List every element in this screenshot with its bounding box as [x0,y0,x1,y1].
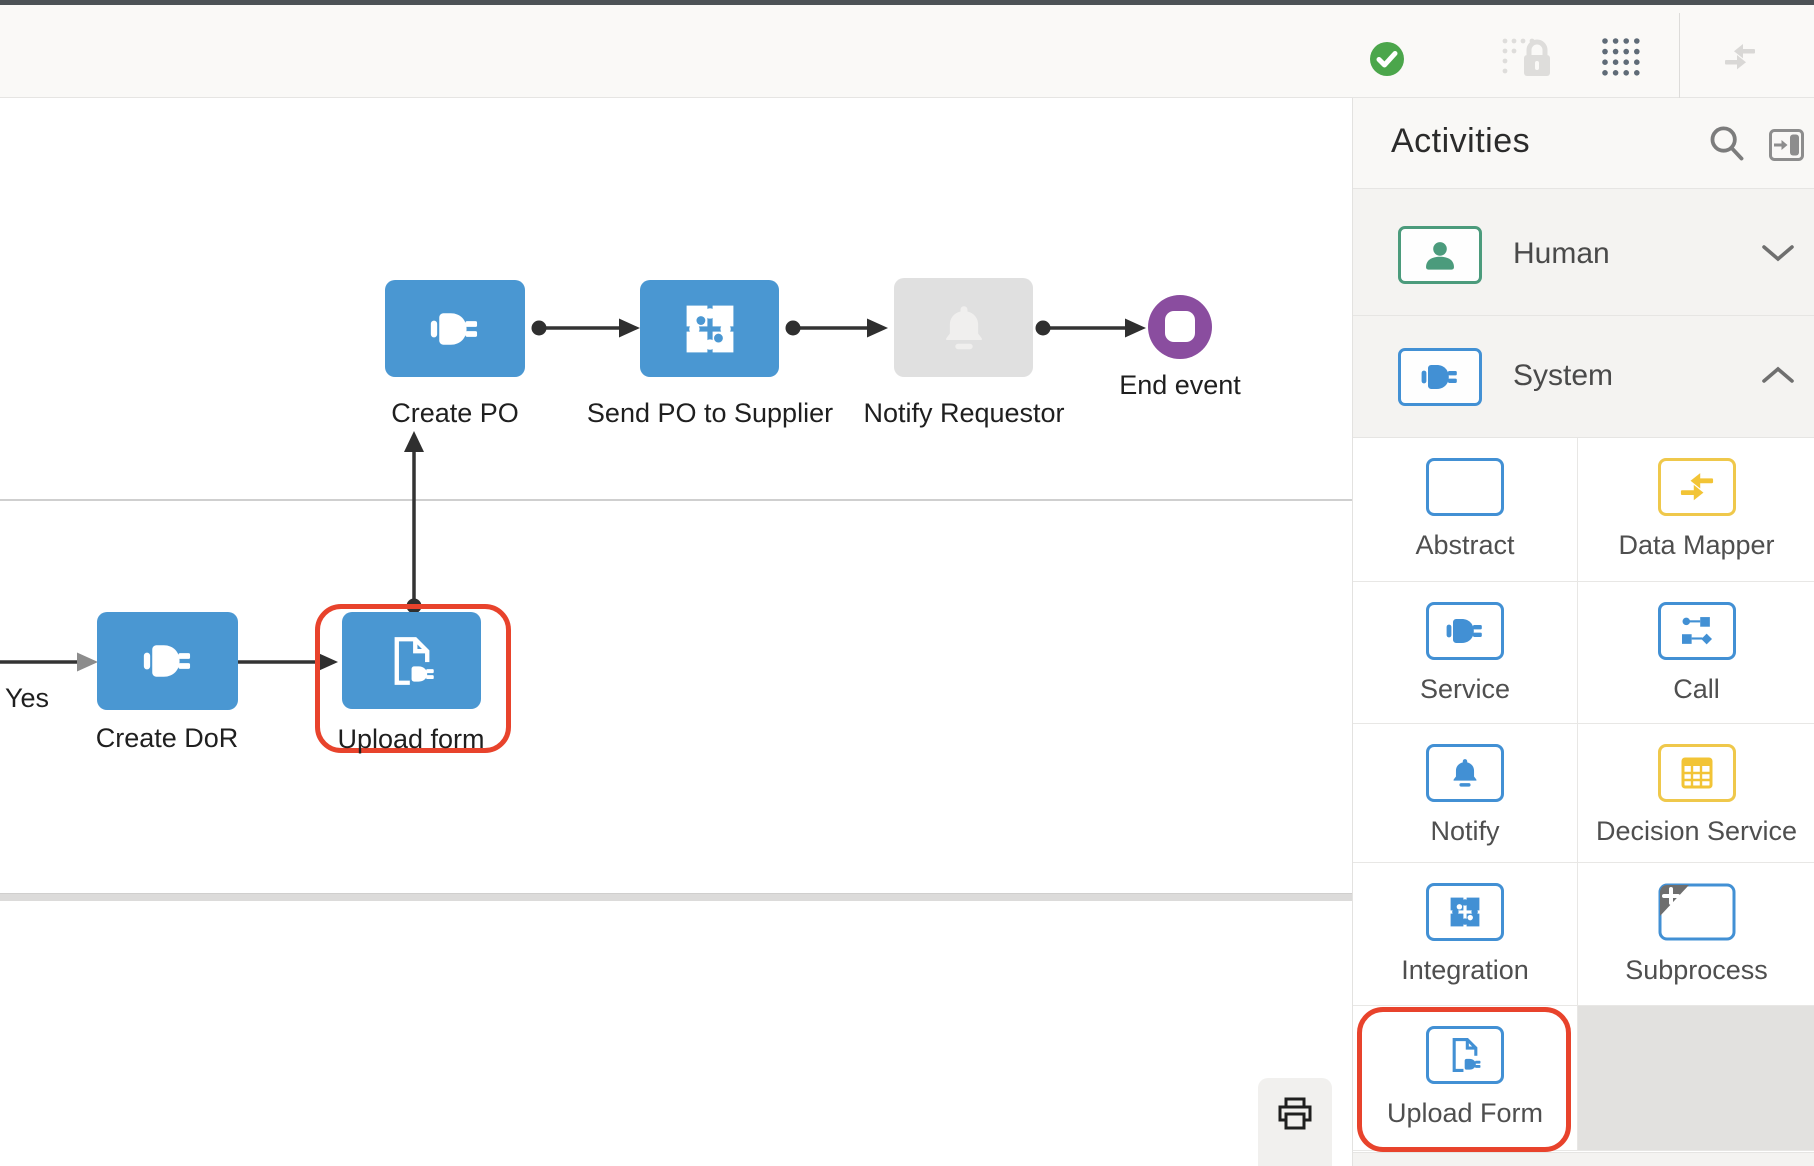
node-notify-requestor[interactable] [894,278,1033,377]
collapse-arrows-icon[interactable] [1722,43,1758,71]
palette-label: Service [1419,674,1511,704]
integration-puzzle-icon [1426,883,1504,941]
plug-icon [143,645,190,677]
editor-toolbar [0,5,1814,101]
palette-item-abstract[interactable]: Abstract [1353,438,1578,582]
print-button[interactable] [1258,1078,1332,1166]
node-label: Send PO to Supplier [586,398,834,428]
connector-layer [0,318,1146,672]
puzzle-icon [686,305,733,352]
palette-item-service[interactable]: Service [1353,582,1578,724]
notify-bell-icon [1426,744,1504,802]
section-label: System [1513,359,1614,392]
subprocess-icon [1658,883,1736,941]
selection-highlight [315,604,511,753]
lane-divider [0,499,1352,501]
palette-item-decision-service[interactable]: Decision Service [1578,724,1814,863]
printer-icon [1278,1097,1312,1130]
data-mapper-icon [1657,458,1736,516]
palette-label: Upload Form [1386,1098,1544,1128]
service-plug-icon [1426,602,1504,660]
panel-header: Activities [1353,98,1814,189]
node-label: Upload form [337,724,485,754]
call-icon [1657,602,1736,660]
lock-icon[interactable] [1501,35,1557,79]
decision-service-icon [1657,744,1736,802]
palette-empty-cell [1578,1006,1814,1151]
palette-item-data-mapper[interactable]: Data Mapper [1578,438,1814,582]
toolbar-divider [1679,13,1680,101]
node-label: End event [1119,370,1241,400]
node-label: Notify Requestor [863,398,1065,428]
palette-label: Notify [1430,816,1500,846]
chevron-up-icon [1762,366,1794,383]
node-send-po[interactable] [640,280,779,377]
plug-icon [430,312,478,345]
validation-ok-icon [1370,42,1404,76]
palette-item-call[interactable]: Call [1578,582,1814,724]
chevron-down-icon [1762,245,1794,262]
process-canvas[interactable]: Yes Create PO [0,98,1352,1166]
activities-panel: Activities Human [1352,98,1814,1166]
palette-label: Call [1673,674,1720,704]
document-plug-icon [394,636,436,686]
palette-label: Integration [1401,955,1529,985]
section-label: Human [1513,237,1610,270]
palette-label: Data Mapper [1618,530,1775,560]
node-upload-form[interactable] [342,612,481,709]
node-create-dor[interactable] [97,612,238,710]
panel-title: Activities [1391,122,1531,160]
node-label: Create DoR [95,723,239,753]
end-event-icon [1148,295,1212,359]
grid-dots-icon[interactable] [1601,37,1641,77]
node-end-event[interactable] [1148,295,1212,359]
palette-item-subprocess[interactable]: Subprocess [1578,863,1814,1006]
palette-label: Abstract [1415,530,1515,560]
palette-highlight [1357,1007,1571,1152]
collapse-panel-icon[interactable] [1769,129,1804,161]
abstract-icon [1426,458,1504,516]
section-human[interactable]: Human [1353,189,1814,316]
palette-item-notify[interactable]: Notify [1353,724,1578,863]
palette-label: Decision Service [1595,816,1798,846]
node-create-po[interactable] [385,280,525,377]
lane-divider-bottom [0,893,1352,901]
palette-item-integration[interactable]: Integration [1353,863,1578,1006]
node-label: Create PO [391,398,519,428]
search-icon[interactable] [1708,125,1746,163]
section-system[interactable]: System [1353,316,1814,438]
system-plug-icon [1398,348,1482,406]
window-top-strip [0,0,1814,5]
upload-form-icon [1426,1026,1504,1084]
bell-icon [945,305,982,349]
palette-label: Subprocess [1625,955,1768,985]
edge-label-yes: Yes [5,683,50,713]
human-icon [1398,226,1482,284]
next-section-edge [1353,1152,1814,1166]
